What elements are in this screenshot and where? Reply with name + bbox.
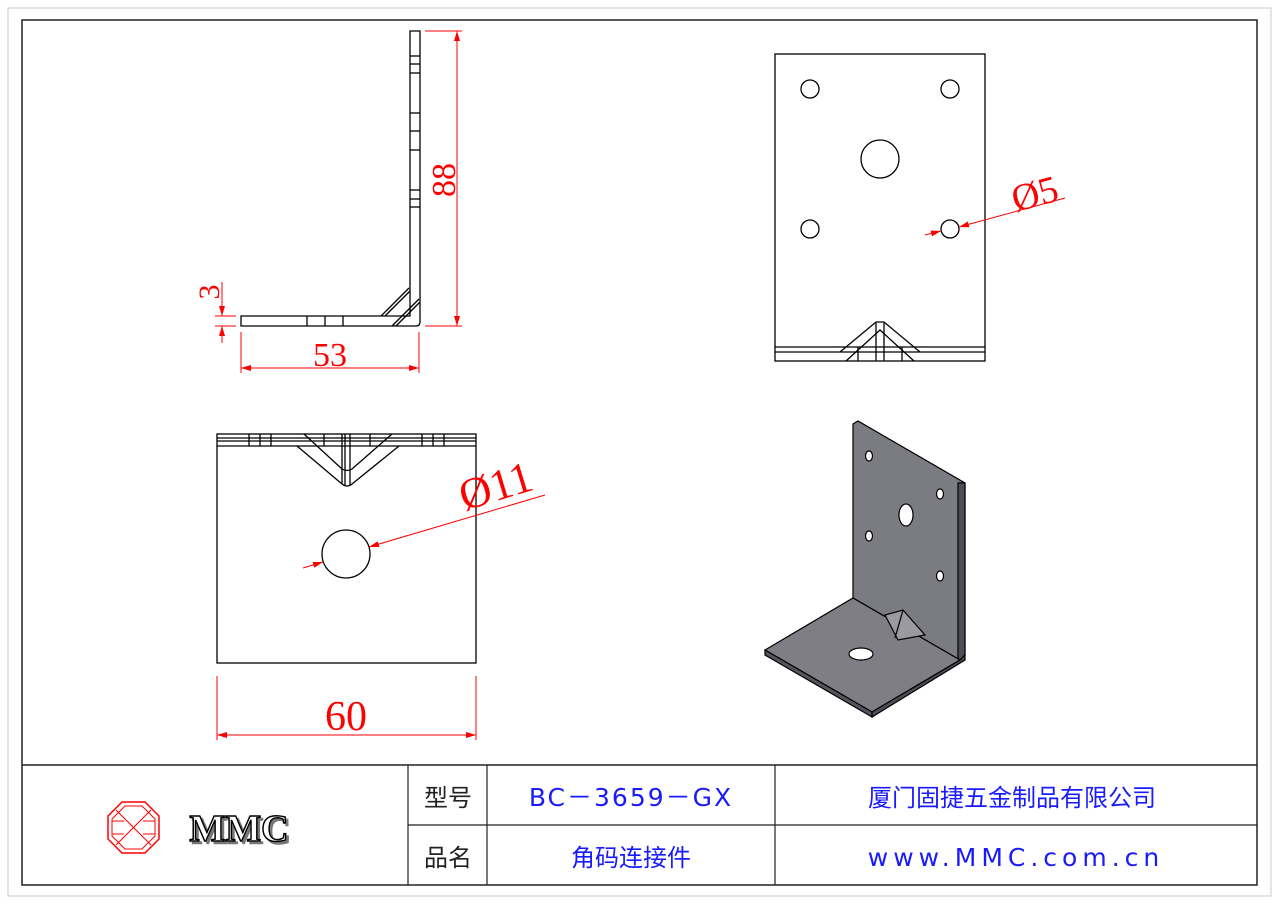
model-value: BC－3659－GX (529, 783, 733, 812)
dimension-label-front-width: 60 (325, 694, 367, 740)
plate-top-view (216, 433, 477, 664)
website: www.MMC.com.cn (868, 843, 1164, 872)
drawing-border (21, 19, 1258, 886)
dimension-thickness: 3 (193, 282, 236, 343)
dimension-height: 88 (425, 30, 463, 327)
name-value: 角码连接件 (571, 844, 691, 872)
name-label: 品名 (424, 844, 472, 872)
title-block: MMC 型号 品名 BC－3659－GX 角码连接件 厦门固捷五金制品有限公司 … (22, 764, 1257, 885)
dimension-side-width: 53 (240, 332, 420, 374)
dimension-label-thickness: 3 (193, 285, 226, 300)
plate-front-view (774, 53, 986, 362)
dimension-label-height: 88 (426, 163, 463, 197)
dimension-label-small-hole: Ø5 (1007, 168, 1063, 221)
outer-frame (7, 7, 1272, 897)
company-name: 厦门固捷五金制品有限公司 (868, 784, 1156, 812)
dimension-large-hole: Ø11 (302, 452, 546, 569)
dimension-front-width: 60 (216, 676, 477, 740)
side-view (240, 30, 421, 327)
dimension-label-side-width: 53 (313, 337, 347, 374)
dimension-label-large-hole: Ø11 (453, 452, 538, 521)
logo-text: MMC (189, 808, 288, 850)
company-logo: MMC (107, 801, 289, 854)
isometric-view (763, 420, 966, 719)
model-label: 型号 (424, 784, 472, 812)
dimension-small-hole: Ø5 (924, 168, 1066, 237)
